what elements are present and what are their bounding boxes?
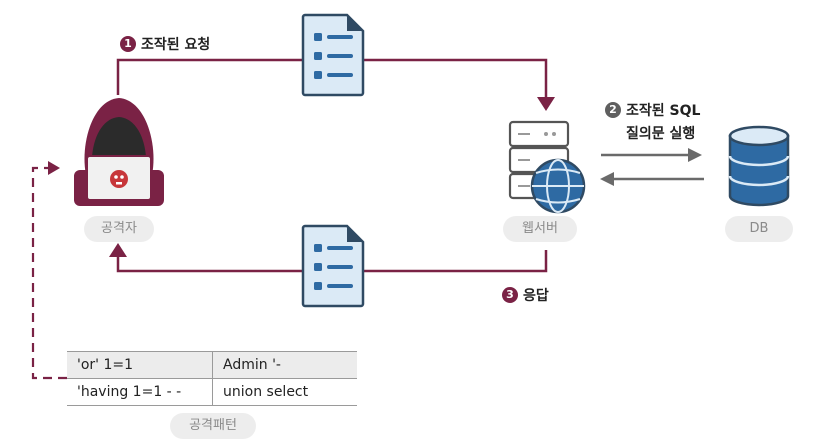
step-number-3: 3 bbox=[502, 287, 518, 303]
step-number-2: 2 bbox=[605, 102, 621, 118]
step-3-text: 응답 bbox=[523, 288, 549, 304]
pattern-dashed-arrow bbox=[31, 161, 67, 380]
table-row: 'or' 1=1 Admin '- bbox=[67, 351, 357, 379]
db-label: DB bbox=[725, 216, 793, 242]
table-cell: Admin '- bbox=[212, 351, 357, 379]
step-3-label: 3 응답 bbox=[502, 285, 549, 305]
table-cell: 'having 1=1 - - bbox=[67, 378, 213, 406]
sql-result-arrow bbox=[600, 172, 704, 186]
step-2-text-line1: 조작된 SQL bbox=[626, 103, 701, 119]
hacker-icon bbox=[74, 98, 164, 206]
step-2-text-line2: 질의문 실행 bbox=[626, 126, 696, 142]
step-1-text: 조작된 요청 bbox=[141, 37, 211, 53]
step-1-label: 1 조작된 요청 bbox=[120, 34, 210, 54]
attack-pattern-caption: 공격패턴 bbox=[170, 413, 256, 439]
webserver-label: 웹서버 bbox=[503, 216, 577, 242]
table-cell: union select bbox=[212, 378, 357, 406]
document-icon bbox=[301, 13, 365, 97]
document-icon bbox=[301, 224, 365, 308]
database-icon bbox=[728, 125, 790, 207]
sql-query-arrow bbox=[601, 148, 702, 162]
step-number-1: 1 bbox=[120, 36, 136, 52]
attacker-label: 공격자 bbox=[84, 216, 154, 242]
attack-pattern-table: 'or' 1=1 Admin '- 'having 1=1 - - union … bbox=[67, 351, 357, 406]
table-cell: 'or' 1=1 bbox=[67, 351, 213, 379]
table-row: 'having 1=1 - - union select bbox=[67, 378, 357, 406]
step-2-label: 2 조작된 SQL bbox=[605, 100, 700, 120]
globe-icon bbox=[530, 158, 586, 214]
